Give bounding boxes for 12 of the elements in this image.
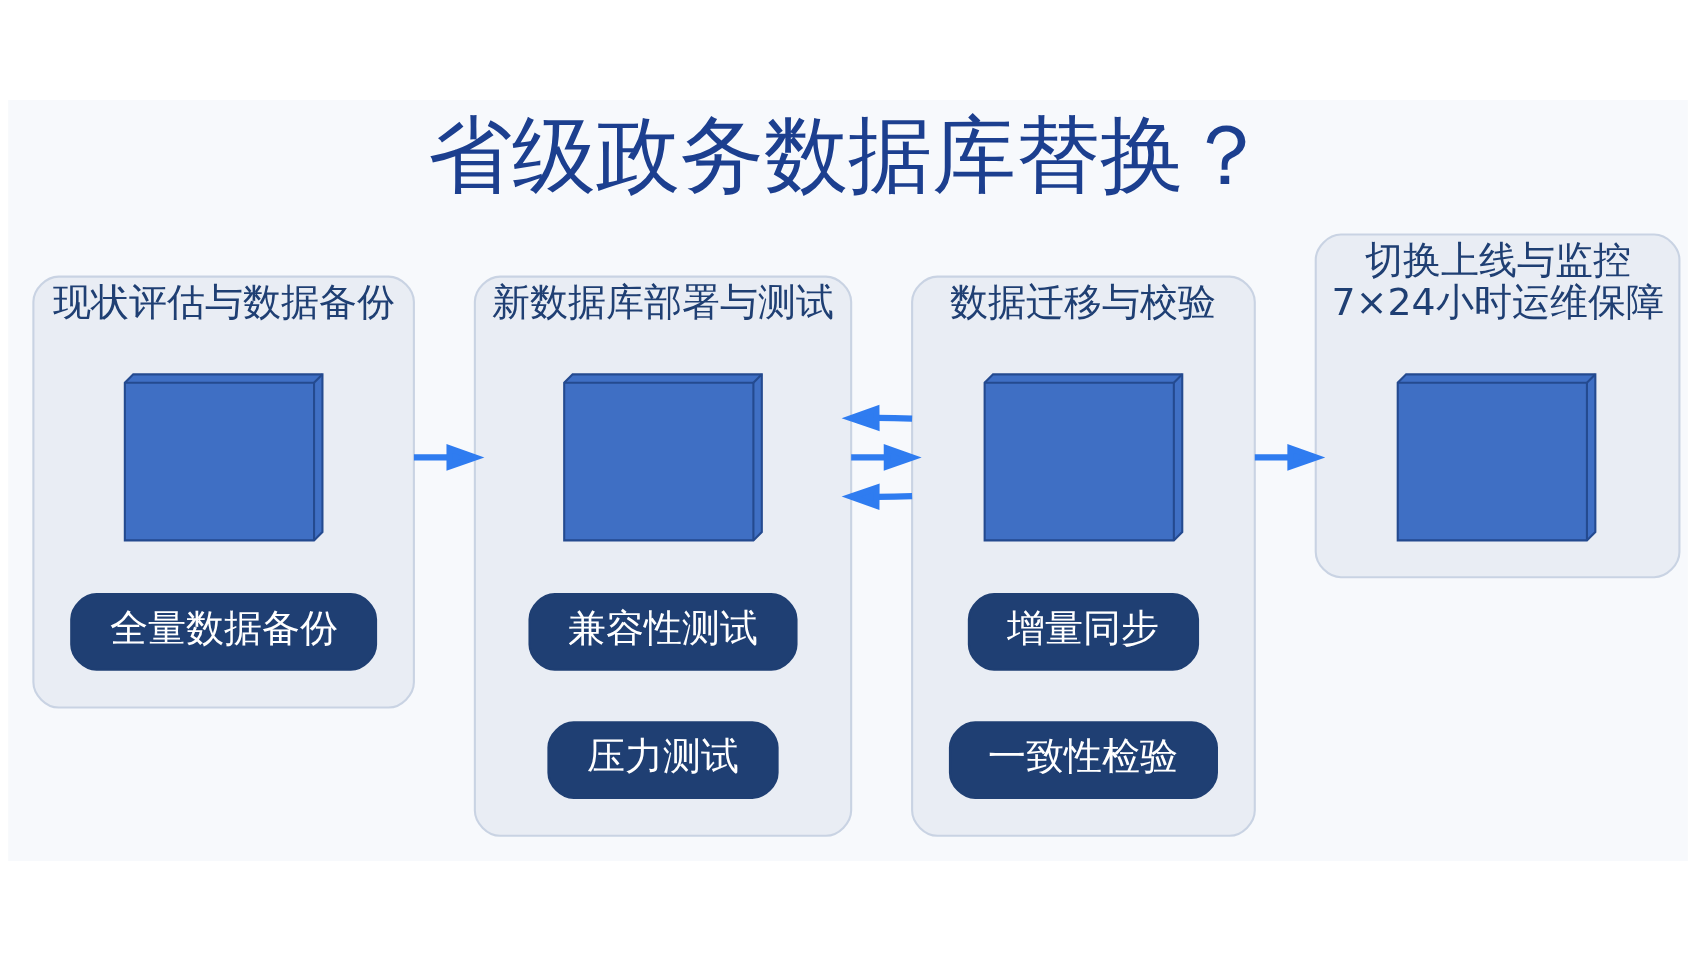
- arrow: [841, 404, 913, 431]
- node-box: 压力测试: [547, 720, 779, 799]
- arrow: [1254, 443, 1326, 471]
- node-box: 一致性检验: [948, 720, 1218, 799]
- node-box: 增量同步: [967, 592, 1200, 671]
- node-box: 全量数据备份: [70, 592, 378, 671]
- arrow: [413, 443, 485, 471]
- cluster: 切换上线与监控 7×24小时运维保障: [1314, 233, 1681, 578]
- diagram-title: 省级政务数据库替换？: [428, 105, 1268, 204]
- arrow: [841, 483, 913, 510]
- arrow: [851, 443, 922, 471]
- node-box: 兼容性测试: [528, 592, 798, 671]
